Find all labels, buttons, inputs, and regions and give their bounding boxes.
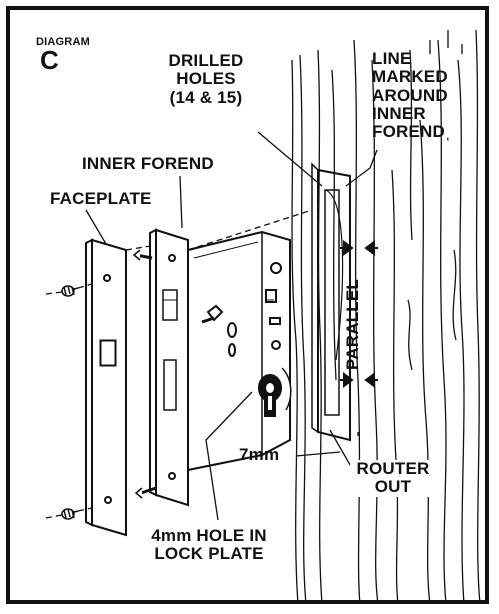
lock-case (187, 230, 292, 472)
label-drilled-holes-line2: HOLES (176, 69, 236, 89)
label-faceplate: FACEPLATE (50, 189, 152, 208)
screw-top-left-icon (61, 285, 79, 297)
screw-right-icon (201, 316, 215, 324)
label-drilled-holes-line1: DRILLED (168, 51, 244, 70)
label-drilled-holes-line3: (14 & 15) (169, 87, 243, 107)
leader-lines (85, 131, 378, 521)
wood-door-edge (291, 29, 481, 605)
label-inner-forend: INNER FOREND (82, 154, 214, 173)
label-router-out: ROUTER OUT (350, 459, 436, 497)
label-4mm-hole: 4mm HOLE IN LOCK PLATE (134, 526, 284, 564)
label-line-marked-line4: INNER (372, 104, 426, 124)
alignment-lines (45, 209, 313, 519)
cylinder-hole (258, 374, 282, 417)
screw-bottom-left-icon (61, 508, 79, 520)
label-line-marked-line2: MARKED (372, 67, 448, 87)
diagram-heading-small: DIAGRAM (36, 36, 90, 48)
label-4mm-hole-line1: 4mm HOLE IN (151, 526, 267, 545)
screw-bottom-mid-icon (134, 486, 157, 499)
screw-top-mid-icon (132, 249, 153, 261)
label-line-marked-line3: AROUND (372, 85, 448, 105)
label-7mm: 7mm (239, 445, 280, 464)
label-line-marked: LINE MARKED AROUND INNER FORENDˌ (372, 49, 451, 142)
label-router-out-line1: ROUTER (356, 459, 430, 478)
label-line-marked-line5: FORENDˌ (372, 122, 451, 142)
label-drilled-holes: DRILLED HOLES (14 & 15) (150, 51, 262, 107)
diagram-heading-letter: C (40, 45, 59, 75)
label-line-marked-line1: LINE (372, 49, 412, 68)
label-4mm-hole-line2: LOCK PLATE (154, 544, 264, 564)
screws (61, 249, 215, 520)
faceplate (85, 238, 127, 537)
parallel-arrows (340, 240, 378, 388)
label-router-out-line2: OUT (374, 477, 412, 497)
inner-forend (149, 228, 189, 507)
label-parallel: PARALLEL (343, 279, 362, 370)
